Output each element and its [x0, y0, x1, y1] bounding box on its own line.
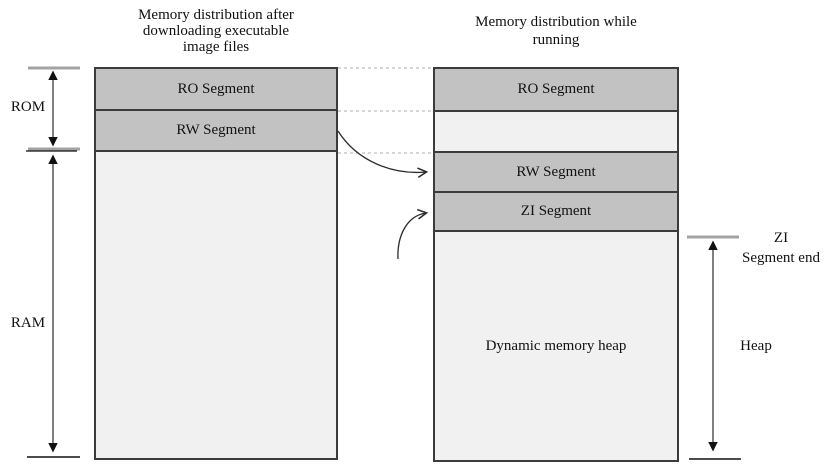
segment-rw-left-label: RW Segment — [176, 122, 256, 138]
memory-box-running: RO Segment RW Segment ZI Segment Dynamic… — [433, 67, 679, 462]
segment-ro-right: RO Segment — [435, 69, 677, 112]
segment-zi-right-label: ZI Segment — [520, 203, 592, 219]
segment-ro-right-label: RO Segment — [517, 81, 595, 97]
left-column-title: Memory distribution after downloading ex… — [116, 7, 316, 55]
left-title-line-2: downloading executable — [142, 23, 290, 39]
mapping-dotted-lines — [338, 67, 432, 154]
right-column-title: Memory distribution while running — [456, 13, 656, 49]
segment-ro-left-label: RO Segment — [177, 80, 255, 97]
zi-segment-end-line-2: Segment end — [742, 250, 820, 266]
rw-relocation-arrow — [337, 130, 429, 179]
segment-rw-left: RW Segment — [96, 111, 336, 152]
left-title-line-1: Memory distribution after — [138, 7, 294, 23]
memory-box-after-download: RO Segment RW Segment — [94, 67, 338, 460]
zi-segment-end-label: ZI Segment end — [731, 228, 829, 268]
heap-label: Heap — [740, 338, 772, 354]
segment-gap-right — [435, 112, 677, 153]
zi-segment-end-line-1: ZI — [773, 230, 789, 246]
left-title-line-3: image files — [182, 39, 250, 55]
segment-free-left — [96, 152, 336, 458]
rom-label: ROM — [10, 99, 46, 115]
segment-rw-right-label: RW Segment — [516, 163, 596, 180]
segment-zi-right: ZI Segment — [435, 193, 677, 232]
right-title-line-1: Memory distribution while — [475, 14, 637, 30]
ram-label: RAM — [10, 315, 46, 331]
segment-heap-right-label: Dynamic memory heap — [485, 337, 627, 354]
zi-relocation-arrow — [397, 208, 429, 260]
segment-ro-left: RO Segment — [96, 69, 336, 111]
segment-heap-right: Dynamic memory heap — [435, 232, 677, 460]
right-title-line-2: running — [532, 32, 580, 48]
segment-rw-right: RW Segment — [435, 153, 677, 193]
